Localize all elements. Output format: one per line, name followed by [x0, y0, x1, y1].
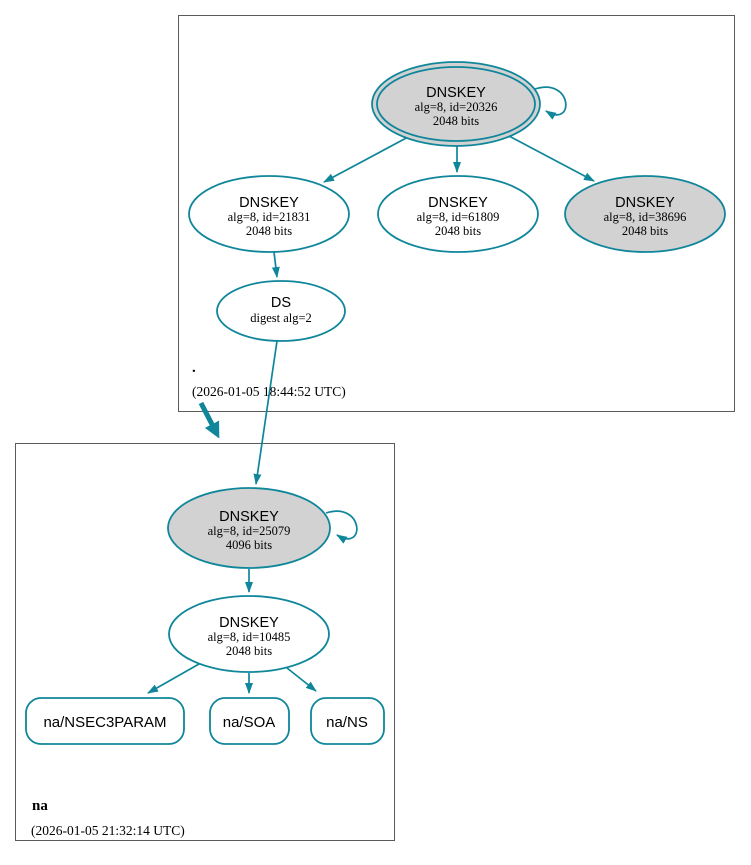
- dnskey-20326-inner-ellipse: [376, 66, 536, 142]
- dnskey-21831-bits: 2048 bits: [246, 224, 292, 238]
- node-dnskey-25079: DNSKEY alg=8, id=25079 4096 bits: [167, 487, 331, 569]
- edge-21831-to-ds: [271, 251, 280, 278]
- dnskey-38696-bits: 2048 bits: [622, 224, 668, 238]
- dnskey-10485-title: DNSKEY: [219, 615, 279, 631]
- zone-label-root: .: [192, 360, 196, 376]
- node-rrset-ns: na/NS: [310, 697, 385, 745]
- dnskey-20326-bits: 2048 bits: [433, 114, 479, 128]
- dnskey-25079-ellipse: [167, 487, 331, 569]
- node-dnskey-10485: DNSKEY alg=8, id=10485 2048 bits: [168, 595, 330, 673]
- dnskey-10485-bits: 2048 bits: [226, 644, 272, 658]
- ds-digest: digest alg=2: [250, 311, 312, 325]
- zone-label-na: na: [32, 798, 48, 814]
- node-rrset-soa: na/SOA: [209, 697, 290, 745]
- dnskey-61809-alg: alg=8, id=61809: [417, 210, 500, 224]
- rrset-soa-label: na/SOA: [223, 714, 276, 731]
- rrset-nsec3param-label: na/NSEC3PARAM: [43, 714, 166, 731]
- rrset-ns-box: [310, 697, 385, 745]
- edge-selfsign-25079: [325, 510, 358, 544]
- dnskey-61809-bits: 2048 bits: [435, 224, 481, 238]
- dnskey-20326-alg: alg=8, id=20326: [415, 100, 498, 114]
- node-ds: DS digest alg=2: [216, 280, 346, 342]
- zone-timestamp-root: (2026-01-05 18:44:52 UTC): [192, 384, 346, 399]
- dnskey-21831-ellipse: [188, 175, 350, 253]
- node-dnskey-21831: DNSKEY alg=8, id=21831 2048 bits: [188, 175, 350, 253]
- dnskey-21831-alg: alg=8, id=21831: [228, 210, 311, 224]
- dnskey-20326-title: DNSKEY: [426, 85, 486, 101]
- ds-title: DS: [271, 295, 291, 311]
- dnskey-25079-title: DNSKEY: [219, 509, 279, 525]
- edge-selfsign-20326: [534, 86, 567, 120]
- dnskey-38696-alg: alg=8, id=38696: [604, 210, 687, 224]
- edge-delegation-root-to-na: [198, 401, 220, 439]
- rrset-nsec3param-box: [25, 697, 185, 745]
- dnskey-61809-title: DNSKEY: [428, 195, 488, 211]
- dnskey-38696-ellipse: [564, 175, 726, 253]
- edge-10485-to-ns: [286, 667, 317, 692]
- dnskey-10485-alg: alg=8, id=10485: [208, 630, 291, 644]
- rrset-ns-label: na/NS: [326, 714, 368, 731]
- edge-20326-to-21831: [323, 135, 411, 183]
- dnskey-61809-ellipse: [377, 175, 539, 253]
- node-dnskey-20326: DNSKEY alg=8, id=20326 2048 bits: [371, 61, 541, 147]
- rrset-soa-box: [209, 697, 290, 745]
- dnskey-25079-alg: alg=8, id=25079: [208, 524, 291, 538]
- edge-20326-to-38696: [508, 135, 595, 182]
- dnskey-38696-title: DNSKEY: [615, 195, 675, 211]
- node-dnskey-61809: DNSKEY alg=8, id=61809 2048 bits: [377, 175, 539, 253]
- node-dnskey-38696: DNSKEY alg=8, id=38696 2048 bits: [564, 175, 726, 253]
- node-rrset-nsec3param: na/NSEC3PARAM: [25, 697, 185, 745]
- dnskey-21831-title: DNSKEY: [239, 195, 299, 211]
- ds-ellipse: [216, 280, 346, 342]
- edge-ds-to-25079: [253, 340, 278, 485]
- zone-timestamp-na: (2026-01-05 21:32:14 UTC): [31, 823, 185, 838]
- edge-10485-to-nsec3param: [147, 663, 200, 694]
- dnskey-10485-ellipse: [168, 595, 330, 673]
- dnskey-25079-bits: 4096 bits: [226, 538, 272, 552]
